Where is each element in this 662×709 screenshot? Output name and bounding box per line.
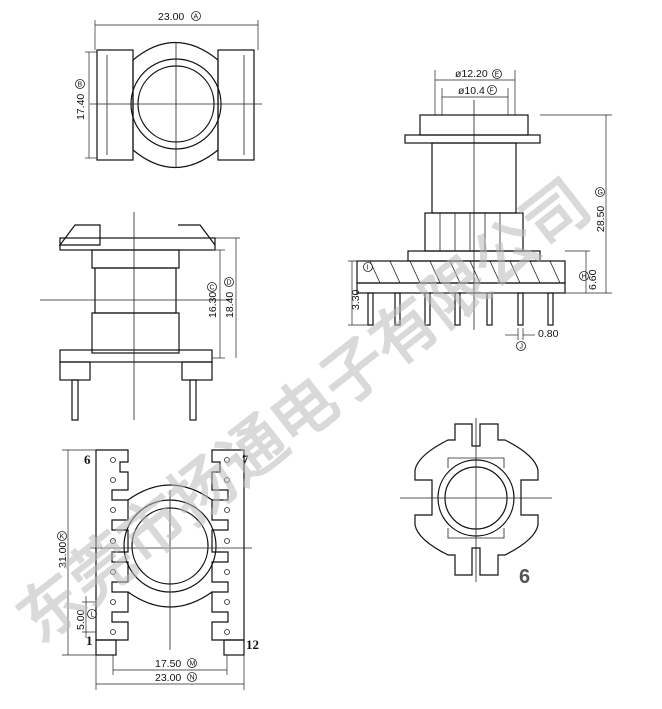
marker-m: M <box>190 661 196 668</box>
marker-e: E <box>495 72 500 79</box>
dim-top-width: 23.00 <box>158 11 184 23</box>
dim-side-inner: 16.30 <box>207 292 219 318</box>
dim-row-spacing: 17.50 <box>155 658 181 670</box>
pin-label-7: 7 <box>242 452 249 467</box>
top-view: 23.00 A 17.40 B <box>75 11 262 168</box>
marker-c: C <box>210 285 215 292</box>
dim-dia-outer: ø12.20 <box>455 68 488 80</box>
pin-label-1: 1 <box>86 633 93 648</box>
side-view: 16.30 C 18.40 D <box>40 212 240 421</box>
marker-k: K <box>60 534 65 541</box>
marker-b: B <box>78 82 83 89</box>
plan-view: 6 <box>400 418 552 588</box>
dim-top-height: 17.40 <box>75 94 87 120</box>
pin-label-6: 6 <box>84 452 91 467</box>
marker-f: F <box>490 88 494 95</box>
dim-total-height: 28.50 <box>595 206 607 232</box>
dim-base-height: 6.60 <box>587 269 599 290</box>
marker-d: D <box>227 280 232 287</box>
marker-n: N <box>190 675 195 682</box>
dim-side-outer: 18.40 <box>224 292 236 318</box>
marker-a: A <box>194 14 199 21</box>
bottom-view: 6 7 1 12 31.00 K 5.00 L 17.50 M 23.00 N <box>57 449 259 690</box>
view-number: 6 <box>519 566 530 588</box>
front-view: ø12.20 E ø10.4 F <box>348 68 612 351</box>
dim-pin-width: 0.80 <box>538 328 559 340</box>
marker-h: H <box>582 274 587 281</box>
marker-l: L <box>91 612 95 619</box>
watermark: 东莞市扬通电子有限公司 <box>4 166 604 658</box>
dim-dia-inner: ø10.4 <box>458 85 485 97</box>
pin-label-12: 12 <box>246 637 259 652</box>
dim-pin-pitch: 5.00 <box>75 609 87 630</box>
dim-bottom-length: 31.00 <box>57 542 69 568</box>
marker-i: I <box>367 265 369 272</box>
dim-bottom-width: 23.00 <box>155 672 181 684</box>
marker-j: J <box>520 344 524 351</box>
dim-pin-length: 3.30 <box>350 289 362 310</box>
marker-g: G <box>598 190 603 197</box>
